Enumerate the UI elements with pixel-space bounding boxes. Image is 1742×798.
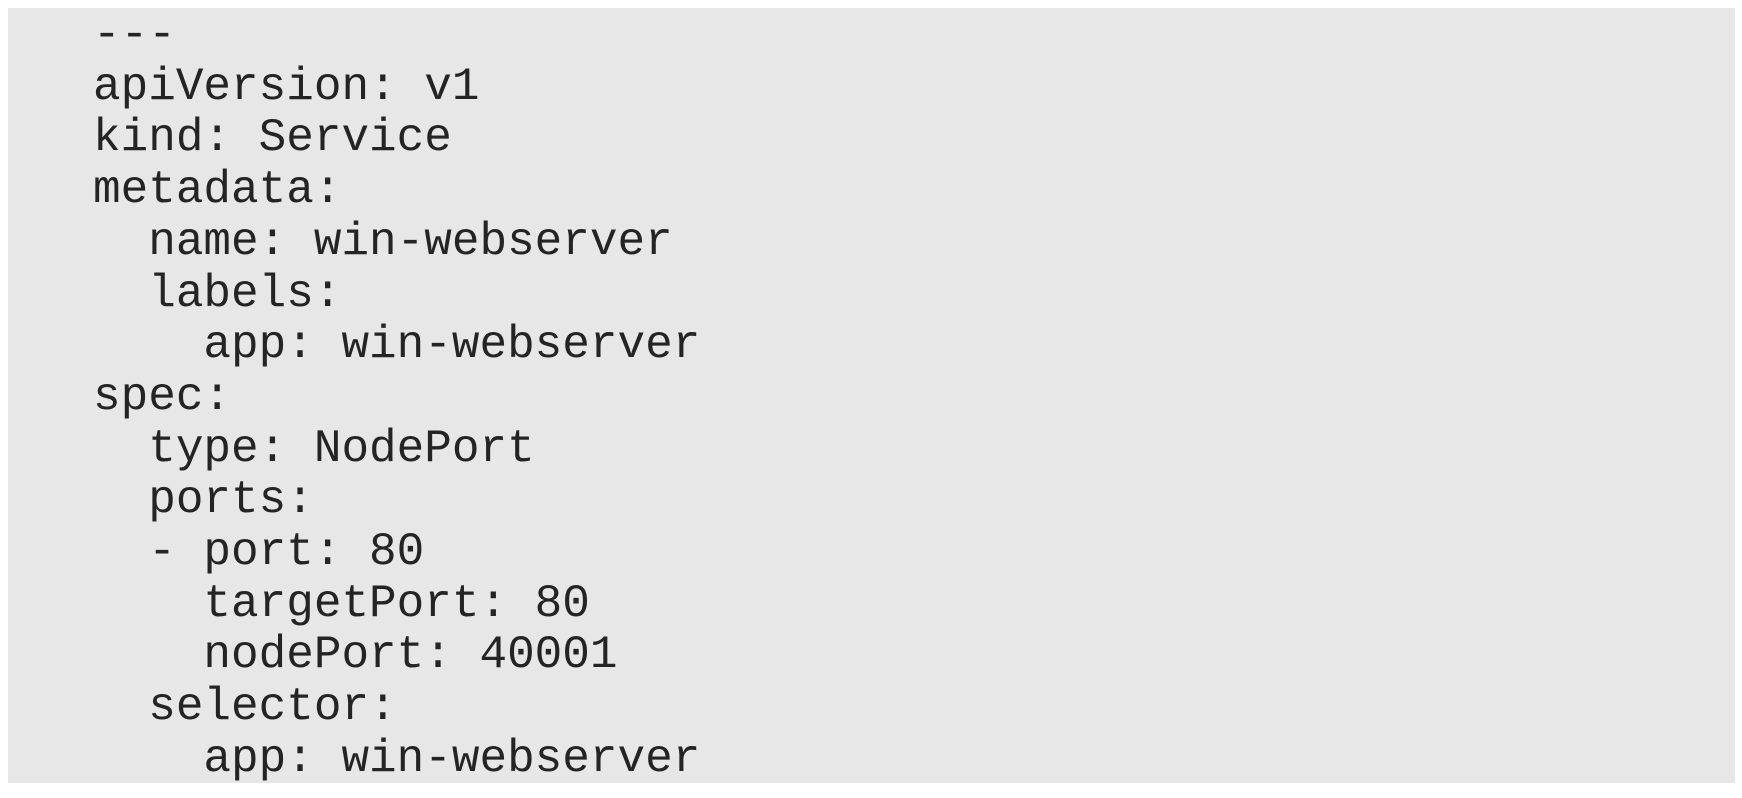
yaml-code-text: --- apiVersion: v1 kind: Service metadat… <box>93 9 701 783</box>
yaml-code-block: --- apiVersion: v1 kind: Service metadat… <box>8 8 1735 783</box>
